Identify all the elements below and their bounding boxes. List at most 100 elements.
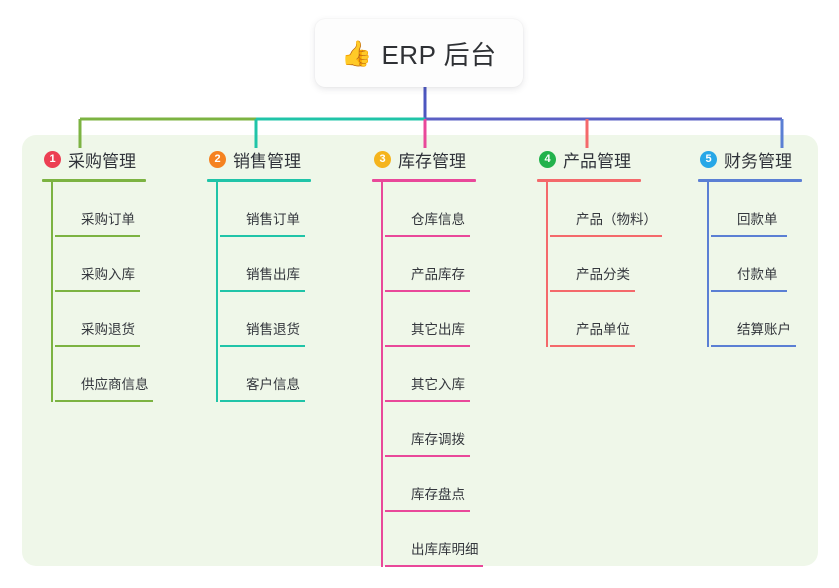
branch-item-label: 销售出库 (246, 267, 300, 282)
branch-item-label: 其它出库 (411, 322, 465, 337)
branch-items: 产品（物料） 产品分类产品单位 (537, 182, 662, 347)
branch-title: 财务管理 (724, 151, 792, 171)
branch-column-5: 5 财务管理回款单付款单结算账户 (698, 146, 802, 347)
branch-column-2: 2 销售管理销售订单销售出库销售退货客户信息 (207, 146, 311, 402)
branch-item-underline (385, 235, 470, 237)
branch-item-underline (220, 290, 305, 292)
branch-item[interactable]: 采购退货 (55, 292, 146, 347)
branch-item-underline (550, 345, 635, 347)
branch-badge-icon: 5 (700, 150, 717, 168)
branch-item[interactable]: 其它出库 (385, 292, 476, 347)
branch-item-label: 采购退货 (81, 322, 135, 337)
branch-items: 回款单付款单结算账户 (698, 182, 802, 347)
branch-spine (707, 182, 709, 347)
branch-item-label: 产品分类 (576, 267, 630, 282)
branch-item[interactable]: 出库库明细 (385, 512, 483, 567)
content-panel (22, 135, 818, 566)
branch-item-label: 库存调拨 (411, 432, 465, 447)
branch-item[interactable]: 库存盘点 (385, 457, 476, 512)
branch-item-underline (385, 455, 470, 457)
branch-item-underline (385, 345, 470, 347)
branch-header-2[interactable]: 2 销售管理 (207, 146, 311, 172)
branch-item-label: 销售退货 (246, 322, 300, 337)
branch-title: 销售管理 (233, 151, 301, 171)
branch-item-label: 客户信息 (246, 377, 300, 392)
branch-item-underline (385, 565, 483, 567)
branch-item-label: 回款单 (737, 212, 778, 227)
branch-item-label: 库存盘点 (411, 487, 465, 502)
branch-item-underline (220, 345, 305, 347)
branch-item[interactable]: 结算账户 (711, 292, 802, 347)
thumbs-up-icon: 👍 (341, 39, 373, 68)
branch-item-underline (711, 235, 787, 237)
branch-item-label: 产品（物料） (576, 212, 657, 227)
branch-items: 仓库信息产品库存其它出库其它入库库存调拨库存盘点出库库明细 (372, 182, 483, 567)
branch-item-label: 出库库明细 (411, 542, 479, 557)
branch-item-label: 供应商信息 (81, 377, 149, 392)
branch-item[interactable]: 销售退货 (220, 292, 311, 347)
branch-underline (207, 179, 311, 182)
branch-header-4[interactable]: 4 产品管理 (537, 146, 641, 172)
branch-header-3[interactable]: 3 库存管理 (372, 146, 476, 172)
branch-item-underline (550, 290, 635, 292)
branch-item[interactable]: 付款单 (711, 237, 802, 292)
branch-item-underline (711, 345, 796, 347)
branch-title: 采购管理 (68, 151, 136, 171)
root-title: ERP 后台 (381, 39, 497, 70)
branch-item[interactable]: 回款单 (711, 182, 802, 237)
branch-item[interactable]: 仓库信息 (385, 182, 476, 237)
branch-badge-icon: 1 (44, 150, 61, 168)
branch-item-underline (220, 235, 305, 237)
branch-column-3: 3 库存管理仓库信息产品库存其它出库其它入库库存调拨库存盘点出库库明细 (372, 146, 483, 567)
branch-item[interactable]: 产品（物料） (550, 182, 662, 237)
branch-item-label: 结算账户 (737, 322, 791, 337)
branch-item[interactable]: 其它入库 (385, 347, 476, 402)
branch-header-1[interactable]: 1 采购管理 (42, 146, 146, 172)
branch-item[interactable]: 产品库存 (385, 237, 476, 292)
root-node[interactable]: 👍 ERP 后台 (315, 19, 523, 87)
branch-item-underline (55, 345, 140, 347)
branch-item[interactable]: 供应商信息 (55, 347, 153, 402)
branch-items: 采购订单采购入库采购退货供应商信息 (42, 182, 153, 402)
branch-item[interactable]: 库存调拨 (385, 402, 476, 457)
branch-badge-icon: 3 (374, 150, 391, 168)
branch-item-label: 采购入库 (81, 267, 135, 282)
branch-item-underline (220, 400, 305, 402)
branch-item-underline (385, 510, 470, 512)
branch-item-underline (55, 235, 140, 237)
branch-item-label: 付款单 (737, 267, 778, 282)
branch-item-underline (711, 290, 787, 292)
branch-item[interactable]: 销售出库 (220, 237, 311, 292)
branch-badge-icon: 4 (539, 150, 556, 168)
branch-item[interactable]: 产品分类 (550, 237, 641, 292)
branch-column-1: 1 采购管理采购订单采购入库采购退货供应商信息 (42, 146, 153, 402)
branch-title: 库存管理 (398, 151, 466, 171)
branch-column-4: 4 产品管理产品（物料） 产品分类产品单位 (537, 146, 662, 347)
branch-underline (42, 179, 146, 182)
branch-underline (372, 179, 476, 182)
branch-title: 产品管理 (563, 151, 631, 171)
branch-item-label: 销售订单 (246, 212, 300, 227)
branch-item-label: 其它入库 (411, 377, 465, 392)
branch-spine (216, 182, 218, 402)
branch-item[interactable]: 销售订单 (220, 182, 311, 237)
branch-items: 销售订单销售出库销售退货客户信息 (207, 182, 311, 402)
branch-item-label: 采购订单 (81, 212, 135, 227)
branch-underline (537, 179, 641, 182)
branch-item-label: 产品单位 (576, 322, 630, 337)
branch-underline (698, 179, 802, 182)
branch-item-underline (385, 400, 470, 402)
branch-item-label: 仓库信息 (411, 212, 465, 227)
branch-item-underline (385, 290, 470, 292)
branch-item[interactable]: 客户信息 (220, 347, 311, 402)
branch-badge-icon: 2 (209, 150, 226, 168)
branch-item[interactable]: 采购订单 (55, 182, 146, 237)
branch-item[interactable]: 采购入库 (55, 237, 146, 292)
branch-item-underline (550, 235, 662, 237)
branch-header-5[interactable]: 5 财务管理 (698, 146, 802, 172)
branch-item[interactable]: 产品单位 (550, 292, 641, 347)
branch-spine (546, 182, 548, 347)
branch-spine (381, 182, 383, 567)
branch-item-underline (55, 400, 153, 402)
